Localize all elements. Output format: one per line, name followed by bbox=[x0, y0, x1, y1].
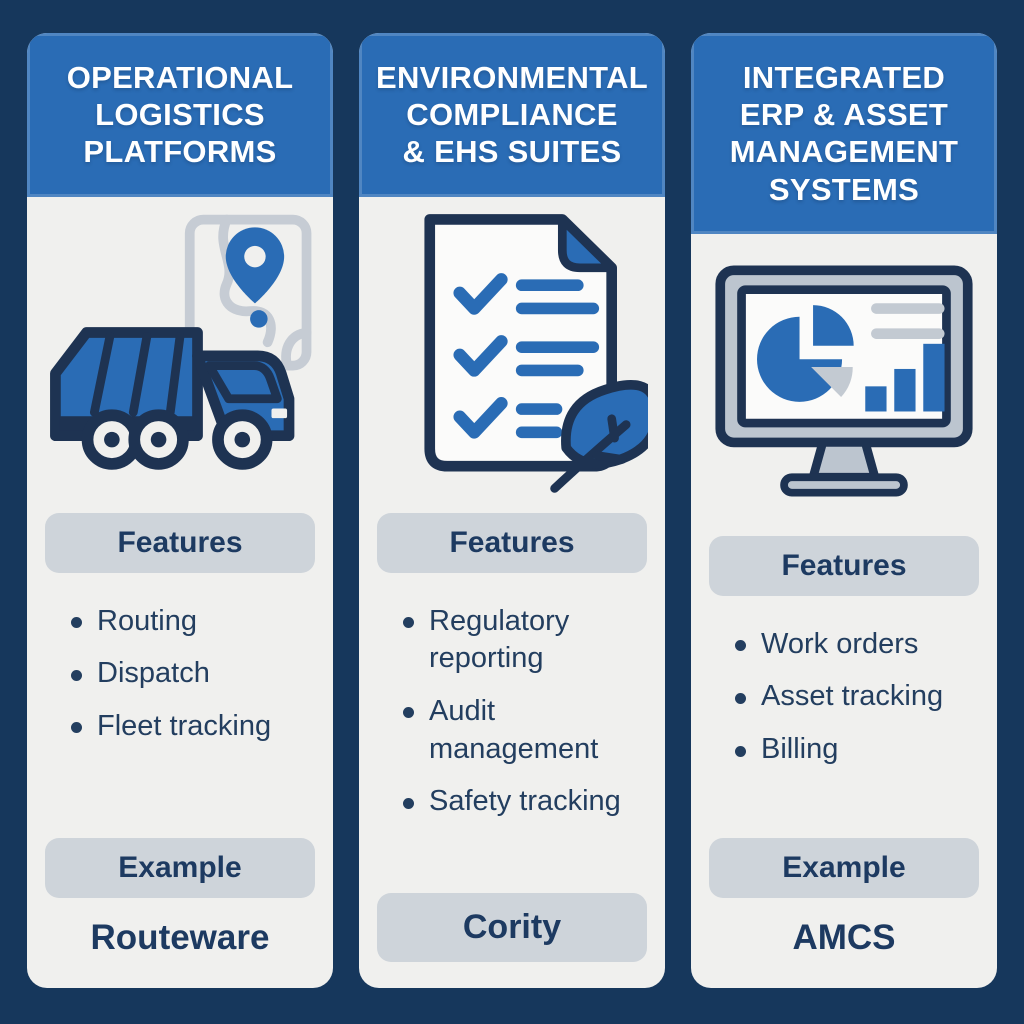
example-value: AMCS bbox=[792, 918, 896, 957]
card-integrated-erp: INTEGRATED ERP & ASSET MANAGEMENT SYSTEM… bbox=[691, 33, 997, 988]
bar-chart-icon bbox=[865, 343, 945, 412]
features-list: Routing Dispatch Fleet tracking bbox=[27, 603, 333, 761]
checklist-document-icon bbox=[424, 213, 617, 472]
checklist-document-leaf-icon bbox=[424, 213, 648, 493]
example-heading-pill: Example bbox=[709, 838, 979, 898]
checklist-document-leaf-icon bbox=[359, 197, 665, 507]
dashboard-monitor-icon bbox=[691, 234, 997, 530]
leaf-icon bbox=[550, 379, 648, 493]
feature-item: Fleet tracking bbox=[71, 708, 317, 746]
features-heading-pill: Features bbox=[377, 512, 647, 573]
checkmarks bbox=[453, 272, 508, 439]
checklist-lines bbox=[515, 278, 600, 438]
truck-wheels bbox=[81, 408, 273, 470]
feature-item: Audit management bbox=[403, 693, 649, 768]
garbage-truck-map-pin-icon bbox=[50, 214, 312, 470]
map-pin-icon bbox=[225, 226, 285, 328]
features-list: Work orders Asset tracking Billing bbox=[691, 626, 997, 784]
example-block: Example Routeware bbox=[27, 832, 333, 988]
feature-item: Work orders bbox=[735, 626, 981, 664]
pie-chart-icon bbox=[757, 304, 854, 402]
feature-item: Billing bbox=[735, 731, 981, 769]
example-value: Routeware bbox=[90, 918, 270, 957]
features-heading-pill: Features bbox=[45, 512, 315, 573]
card-title-environmental-compliance: ENVIRONMENTAL COMPLIANCE & EHS SUITES bbox=[359, 33, 665, 197]
feature-item: Dispatch bbox=[71, 655, 317, 693]
card-title-integrated-erp: INTEGRATED ERP & ASSET MANAGEMENT SYSTEM… bbox=[691, 33, 997, 234]
text-lines bbox=[871, 302, 945, 339]
feature-item: Safety tracking bbox=[403, 783, 649, 821]
garbage-truck-map-pin-icon bbox=[27, 197, 333, 507]
features-list: Regulatory reporting Audit management Sa… bbox=[359, 603, 665, 836]
features-heading-pill: Features bbox=[709, 535, 979, 596]
example-value-pill: Cority bbox=[377, 893, 647, 962]
card-title-operational-logistics: OPERATIONAL LOGISTICS PLATFORMS bbox=[27, 33, 333, 197]
example-heading-pill: Example bbox=[45, 838, 315, 898]
card-operational-logistics: OPERATIONAL LOGISTICS PLATFORMS bbox=[27, 33, 333, 988]
dashboard-monitor-icon bbox=[715, 265, 973, 497]
monitor-icon bbox=[715, 265, 973, 497]
example-block: Cority bbox=[359, 887, 665, 988]
garbage-truck-icon bbox=[50, 326, 295, 470]
example-block: Example AMCS bbox=[691, 832, 997, 988]
feature-item: Asset tracking bbox=[735, 678, 981, 716]
feature-item: Routing bbox=[71, 603, 317, 641]
feature-item: Regulatory reporting bbox=[403, 603, 649, 678]
card-environmental-compliance: ENVIRONMENTAL COMPLIANCE & EHS SUITES bbox=[359, 33, 665, 988]
